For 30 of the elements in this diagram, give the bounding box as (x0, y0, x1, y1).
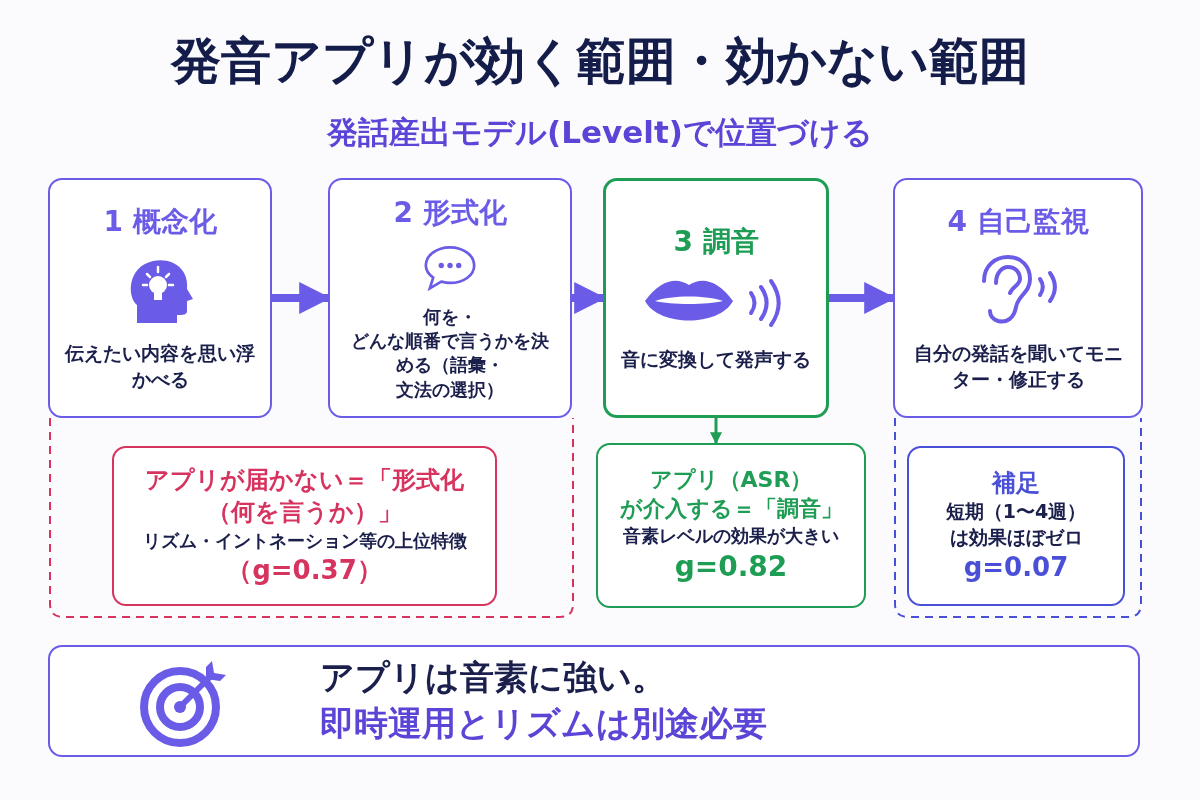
note-card (907, 446, 1125, 606)
stage-card (48, 178, 272, 418)
stage-heading: 2 形式化 (393, 195, 507, 231)
stage-description: 何を・どんな順番で言うかを決める（語彙・文法の選択） (350, 304, 550, 402)
stage-description: 音に変換して発声する (621, 347, 811, 373)
stage-heading: 1 概念化 (103, 204, 217, 241)
title: 発音アプリが効く範囲・効かない範囲 (169, 31, 1030, 92)
stage-card (603, 178, 829, 418)
summary-text: アプリは音素に強い。 (320, 656, 666, 700)
subtitle: 発話産出モデル(Levelt)で位置づける (325, 113, 874, 152)
note-text: 音素レベルの効果が大きい (623, 524, 839, 549)
stage-description: 伝えたい内容を思い浮かべる (64, 341, 256, 392)
stage-heading: 4 自己監視 (947, 204, 1089, 241)
note-card (112, 446, 497, 606)
stage-heading: 3 調音 (673, 224, 759, 261)
stage-card (328, 178, 572, 418)
note-text: 短期（1〜4週）は効果ほぼゼロ (944, 499, 1088, 550)
note-card (596, 443, 866, 608)
note-heading: アプリ（ASR）が介入する＝「調音」 (618, 465, 844, 524)
note-text: リズム・イントネーション等の上位特徴 (142, 528, 467, 553)
summary-text: 即時運用とリズムは別途必要 (320, 702, 767, 745)
summary-panel (48, 645, 1140, 757)
effect-size: （g=0.37） (226, 554, 383, 587)
effect-size: g=0.07 (963, 551, 1069, 585)
stage-description: 自分の発話を聞いてモニター・修正する (912, 341, 1124, 392)
note-heading: アプリが届かない＝「形式化（何を言うか）」 (144, 464, 465, 529)
arrow (710, 418, 722, 445)
note-heading: 補足 (992, 467, 1040, 499)
stage-card (893, 178, 1143, 418)
effect-size: g=0.82 (674, 549, 788, 586)
